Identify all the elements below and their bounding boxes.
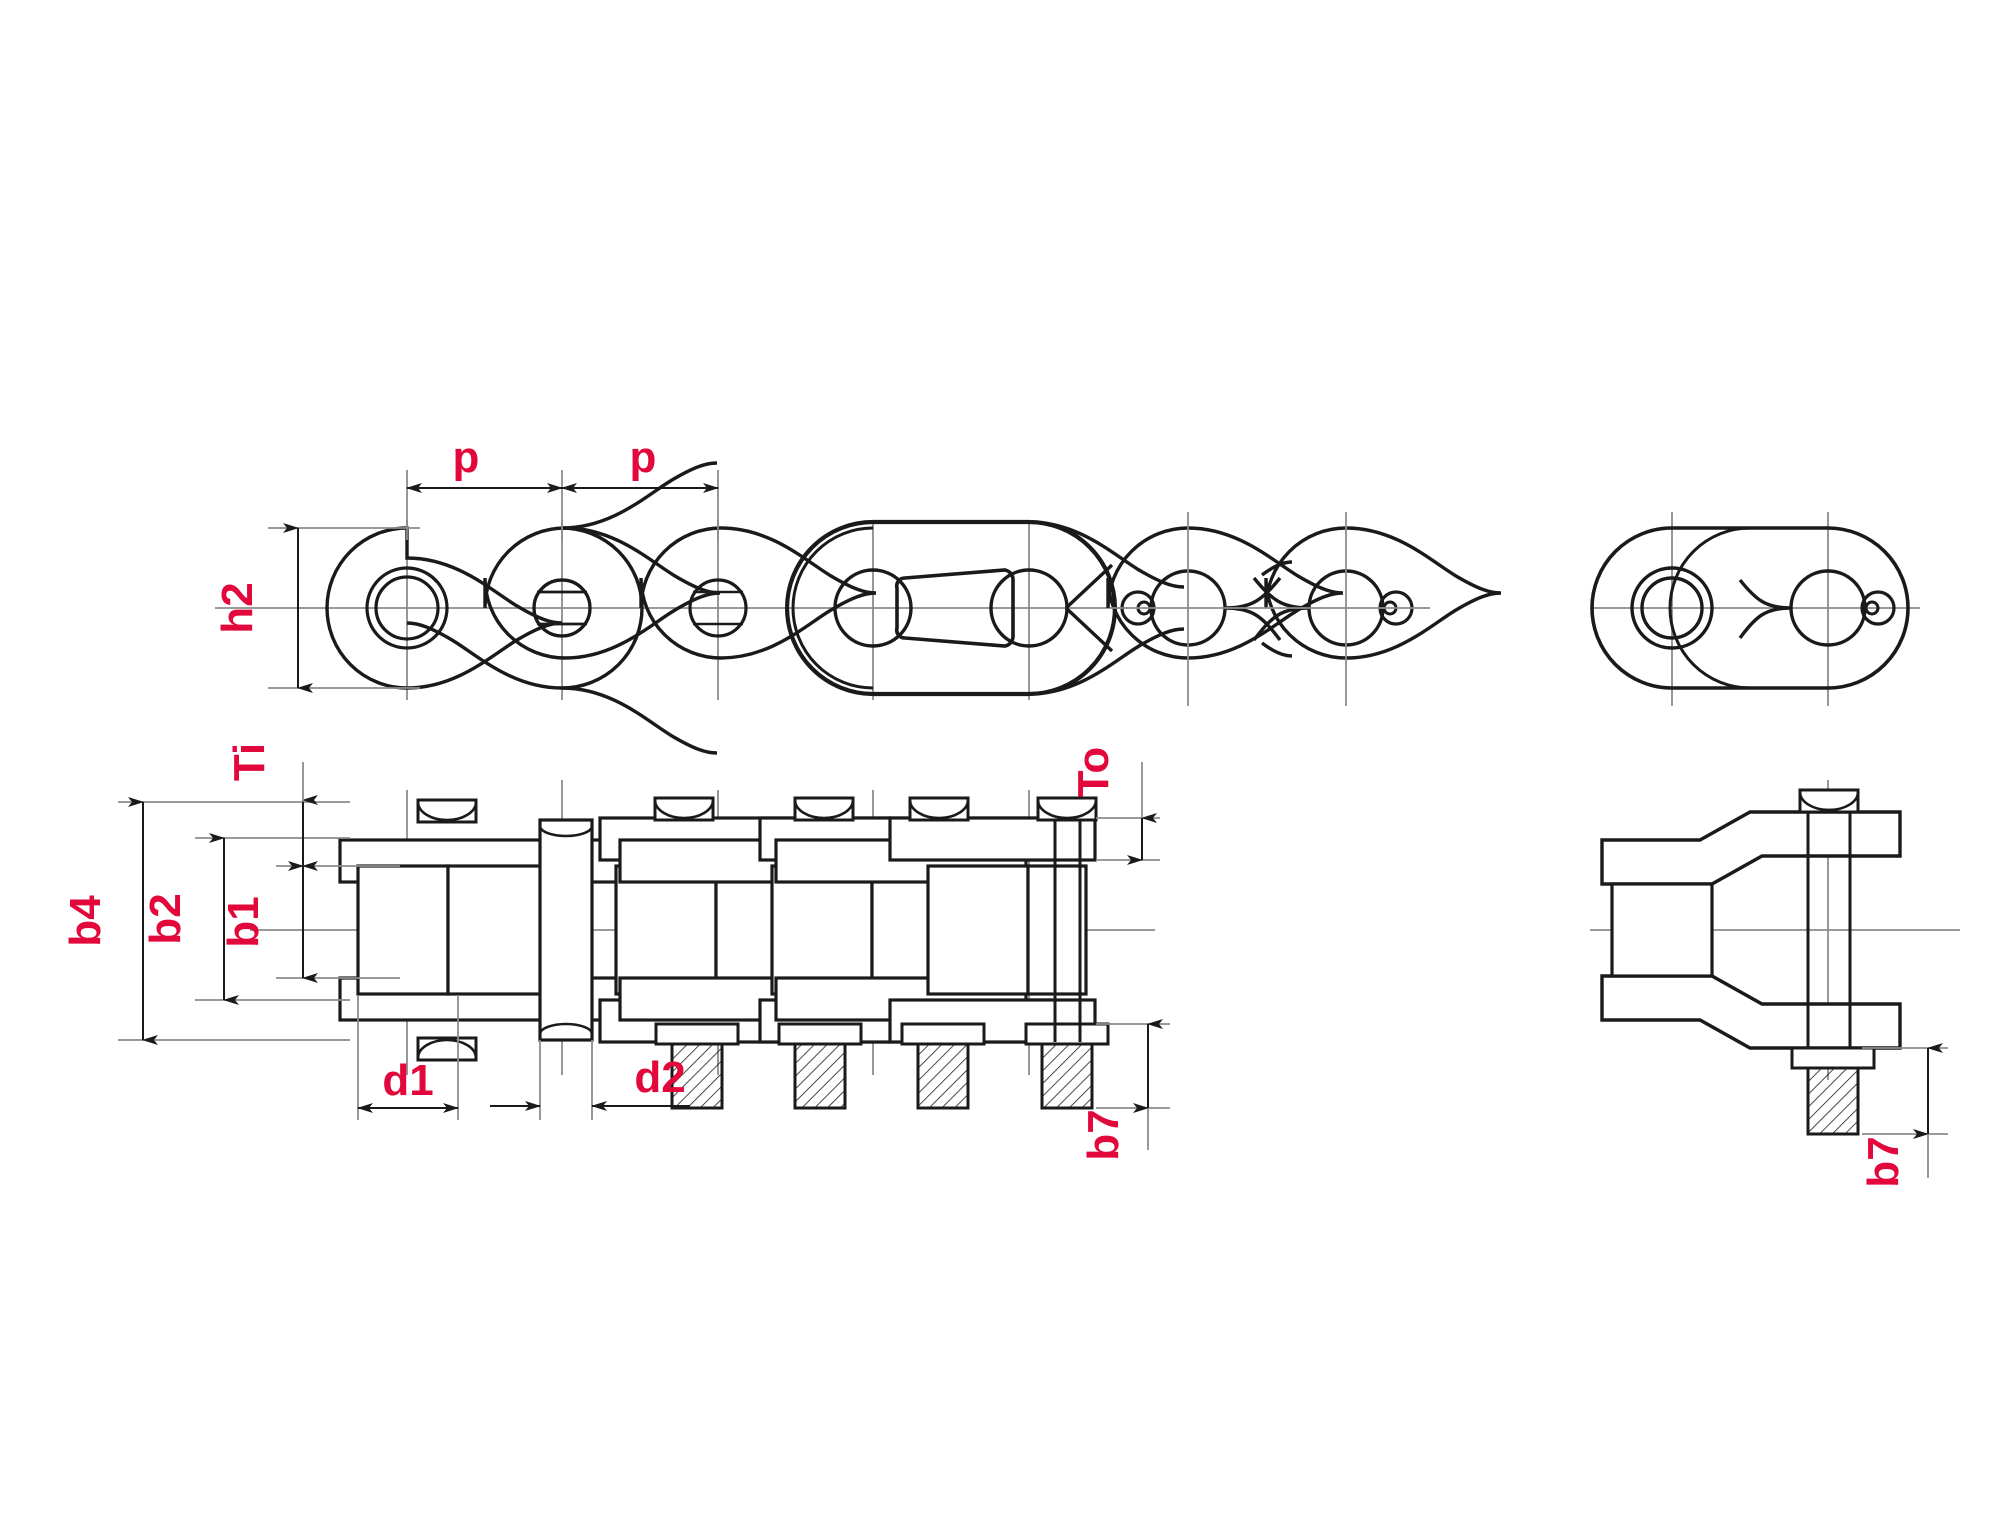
offset-plate-bottom [1600, 974, 1902, 1050]
b4-label: b4 [61, 895, 110, 947]
to-label: To [1069, 747, 1118, 798]
top-view-vertical-centerlines [406, 520, 1030, 700]
b7-main-dimension-group: b7 [1079, 1019, 1170, 1161]
bushing-hole-1b [532, 578, 592, 638]
single-link-roller-inner [1640, 576, 1704, 640]
outer-plate-top-3 [888, 816, 1097, 862]
offset-plate-top [1600, 810, 1902, 886]
roller-barrel-1 [356, 864, 450, 996]
connecting-link-hole-left [833, 568, 913, 648]
single-link-pin-shaft [1806, 812, 1852, 1048]
b7-label-main: b7 [1079, 1109, 1128, 1160]
pitch-label-1: p [453, 433, 480, 482]
to-dimension-group: To [1069, 747, 1160, 865]
roller-barrel-4 [926, 864, 1030, 996]
pin-shafts [1053, 820, 1082, 1042]
spring-clip [894, 568, 1015, 648]
h2-dimension-group: h2 [213, 523, 420, 693]
diameter-dimension-group: d1 d2 [357, 995, 690, 1120]
cotter-plate-right [1264, 526, 1502, 660]
single-link-side-view [1590, 780, 1960, 1136]
roller-inner-circle [374, 575, 440, 641]
h2-label: h2 [213, 582, 262, 633]
single-link-hatched-pin-end [1806, 1066, 1860, 1136]
b7-label-right: b7 [1859, 1136, 1908, 1187]
roller-barrel-2 [614, 864, 718, 996]
single-link-cotter-head [1860, 590, 1896, 626]
hatched-pin-end-2 [793, 1040, 847, 1110]
cotter-centerlines [1187, 512, 1347, 706]
outer-plate-left [325, 526, 563, 690]
pitch-dimension-group: p p [406, 433, 719, 540]
bushing-barrel-4 [1026, 864, 1088, 996]
b7-right-dimension-group: b7 [1859, 1043, 1948, 1188]
spring-clip-legs [1064, 563, 1114, 653]
inner-plate-3 [639, 526, 877, 660]
chain-top-view [215, 461, 1502, 755]
b2-label: b2 [141, 893, 190, 944]
single-link-cotter-legs [1738, 578, 1792, 640]
cotter-pin-legs-left-tips [1260, 560, 1293, 658]
pin-bottom-chamfer [538, 1022, 594, 1035]
single-link-washer [1790, 1046, 1876, 1070]
hatched-pin-ends [654, 1022, 1110, 1110]
bushing-hole-2 [688, 578, 748, 638]
cotter-pin-legs-right [1252, 576, 1310, 642]
hatched-pin-end-1 [670, 1040, 724, 1110]
b1-label: b1 [219, 896, 268, 947]
hatched-pin-end-4 [1040, 1040, 1094, 1110]
pin-column-center [538, 818, 594, 1042]
pitch-label-2: p [630, 433, 657, 482]
hatched-pin-end-3 [916, 1040, 970, 1110]
cotter-plate-left [1106, 526, 1344, 660]
pin-heads-top [416, 796, 1098, 824]
roller-barrel-3 [770, 864, 874, 996]
chain-side-section-view [250, 780, 1155, 1110]
single-link-roller-barrel [1610, 882, 1714, 978]
d1-label: d1 [382, 1056, 433, 1105]
single-link-roller-outer [1630, 566, 1714, 650]
width-dimension-group: b4 b2 b1 Ti [61, 743, 400, 1045]
roller-gap-arc [406, 566, 439, 584]
pin-top-chamfer [538, 825, 594, 838]
single-link-outline [1590, 526, 1910, 690]
d2-label: d2 [634, 1053, 685, 1102]
single-link-pin-head-chamfer [1798, 791, 1860, 812]
inner-plate-4 [1028, 520, 1185, 696]
pin-heads-bottom [416, 1036, 478, 1062]
single-link-top-view [1590, 512, 1920, 706]
ti-label: Ti [225, 743, 274, 781]
